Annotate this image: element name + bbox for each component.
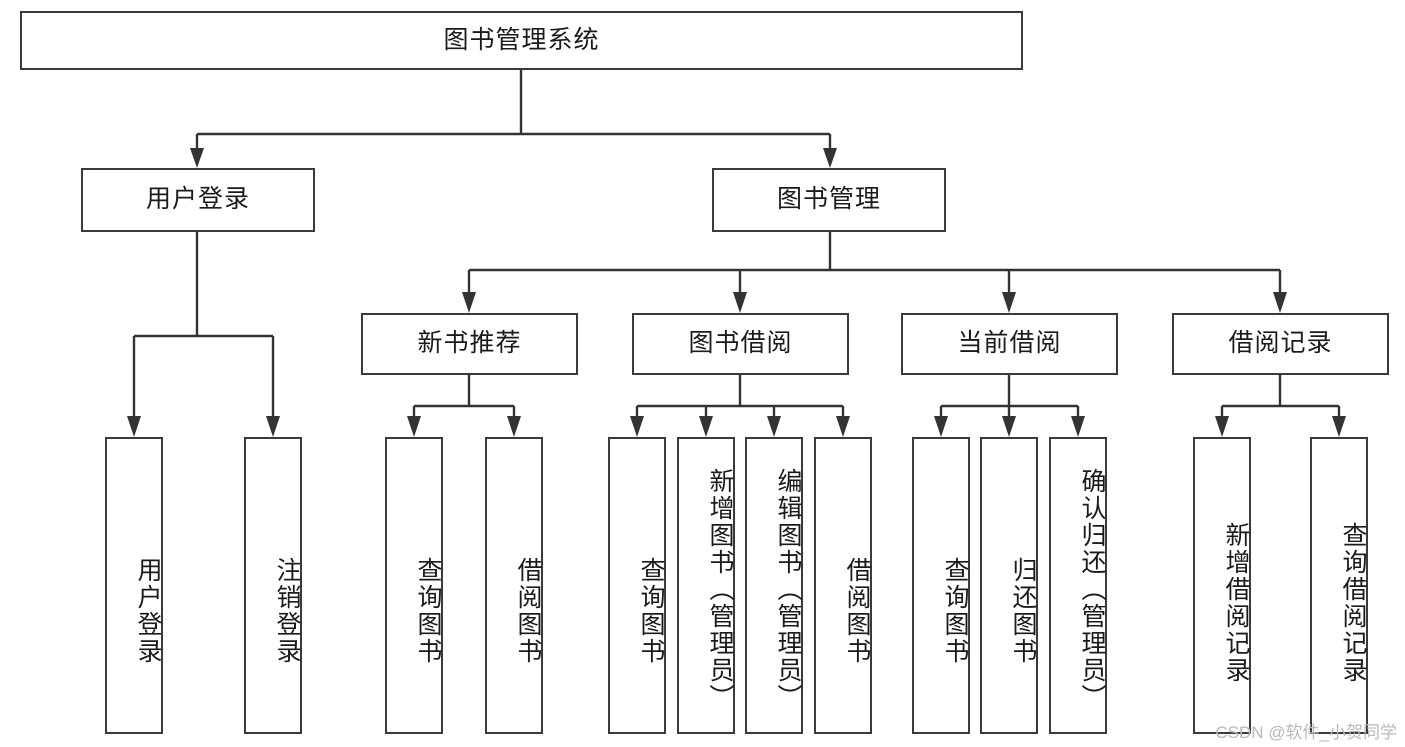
node-label: 归还图书 — [1009, 556, 1037, 665]
leaf-query-book-current[interactable]: 查询图书 — [912, 437, 970, 734]
node-borrow-record[interactable]: 借阅记录 — [1172, 313, 1389, 375]
node-label: 图书管理 — [776, 185, 881, 214]
node-label: 图书借阅 — [688, 329, 793, 358]
node-label: 借阅图书 — [514, 556, 542, 665]
node-label: 用户登录 — [145, 185, 250, 214]
node-label: 新增图书（管理员） — [706, 468, 734, 711]
node-label: 新增借阅记录 — [1222, 521, 1250, 684]
node-label: 用户登录 — [134, 556, 162, 665]
node-label: 借阅图书 — [843, 556, 871, 665]
node-current-borrow[interactable]: 当前借阅 — [901, 313, 1118, 375]
leaf-query-book-borrow[interactable]: 查询图书 — [608, 437, 666, 734]
node-label: 查询图书 — [414, 556, 442, 665]
node-label: 新书推荐 — [417, 329, 522, 358]
node-label: 编辑图书（管理员） — [774, 468, 802, 711]
leaf-borrow-book[interactable]: 借阅图书 — [814, 437, 872, 734]
node-label: 当前借阅 — [957, 329, 1062, 358]
node-label: 查询图书 — [941, 556, 969, 665]
node-new-book-recommend[interactable]: 新书推荐 — [361, 313, 578, 375]
leaf-confirm-return-admin[interactable]: 确认归还（管理员） — [1049, 437, 1107, 734]
node-root-book-management-system[interactable]: 图书管理系统 — [20, 11, 1023, 70]
node-user-login[interactable]: 用户登录 — [81, 168, 315, 232]
leaf-edit-book-admin[interactable]: 编辑图书（管理员） — [745, 437, 803, 734]
leaf-add-borrow-record[interactable]: 新增借阅记录 — [1193, 437, 1251, 734]
node-book-manage[interactable]: 图书管理 — [712, 168, 946, 232]
leaf-return-book[interactable]: 归还图书 — [980, 437, 1038, 734]
leaf-query-borrow-record[interactable]: 查询借阅记录 — [1310, 437, 1368, 734]
node-label: 注销登录 — [273, 556, 301, 665]
leaf-add-book-admin[interactable]: 新增图书（管理员） — [677, 437, 735, 734]
leaf-query-book-recommend[interactable]: 查询图书 — [385, 437, 443, 734]
node-book-borrow[interactable]: 图书借阅 — [632, 313, 849, 375]
node-label: 图书管理系统 — [443, 25, 600, 54]
node-label: 确认归还（管理员） — [1078, 468, 1106, 711]
node-label: 查询图书 — [637, 556, 665, 665]
node-label: 借阅记录 — [1228, 329, 1333, 358]
csdn-watermark: CSDN @软件_小贺同学 — [1215, 723, 1397, 742]
leaf-logout-login[interactable]: 注销登录 — [244, 437, 302, 734]
node-label: 查询借阅记录 — [1339, 521, 1367, 684]
leaf-borrow-book-recommend[interactable]: 借阅图书 — [485, 437, 543, 734]
leaf-user-login[interactable]: 用户登录 — [105, 437, 163, 734]
